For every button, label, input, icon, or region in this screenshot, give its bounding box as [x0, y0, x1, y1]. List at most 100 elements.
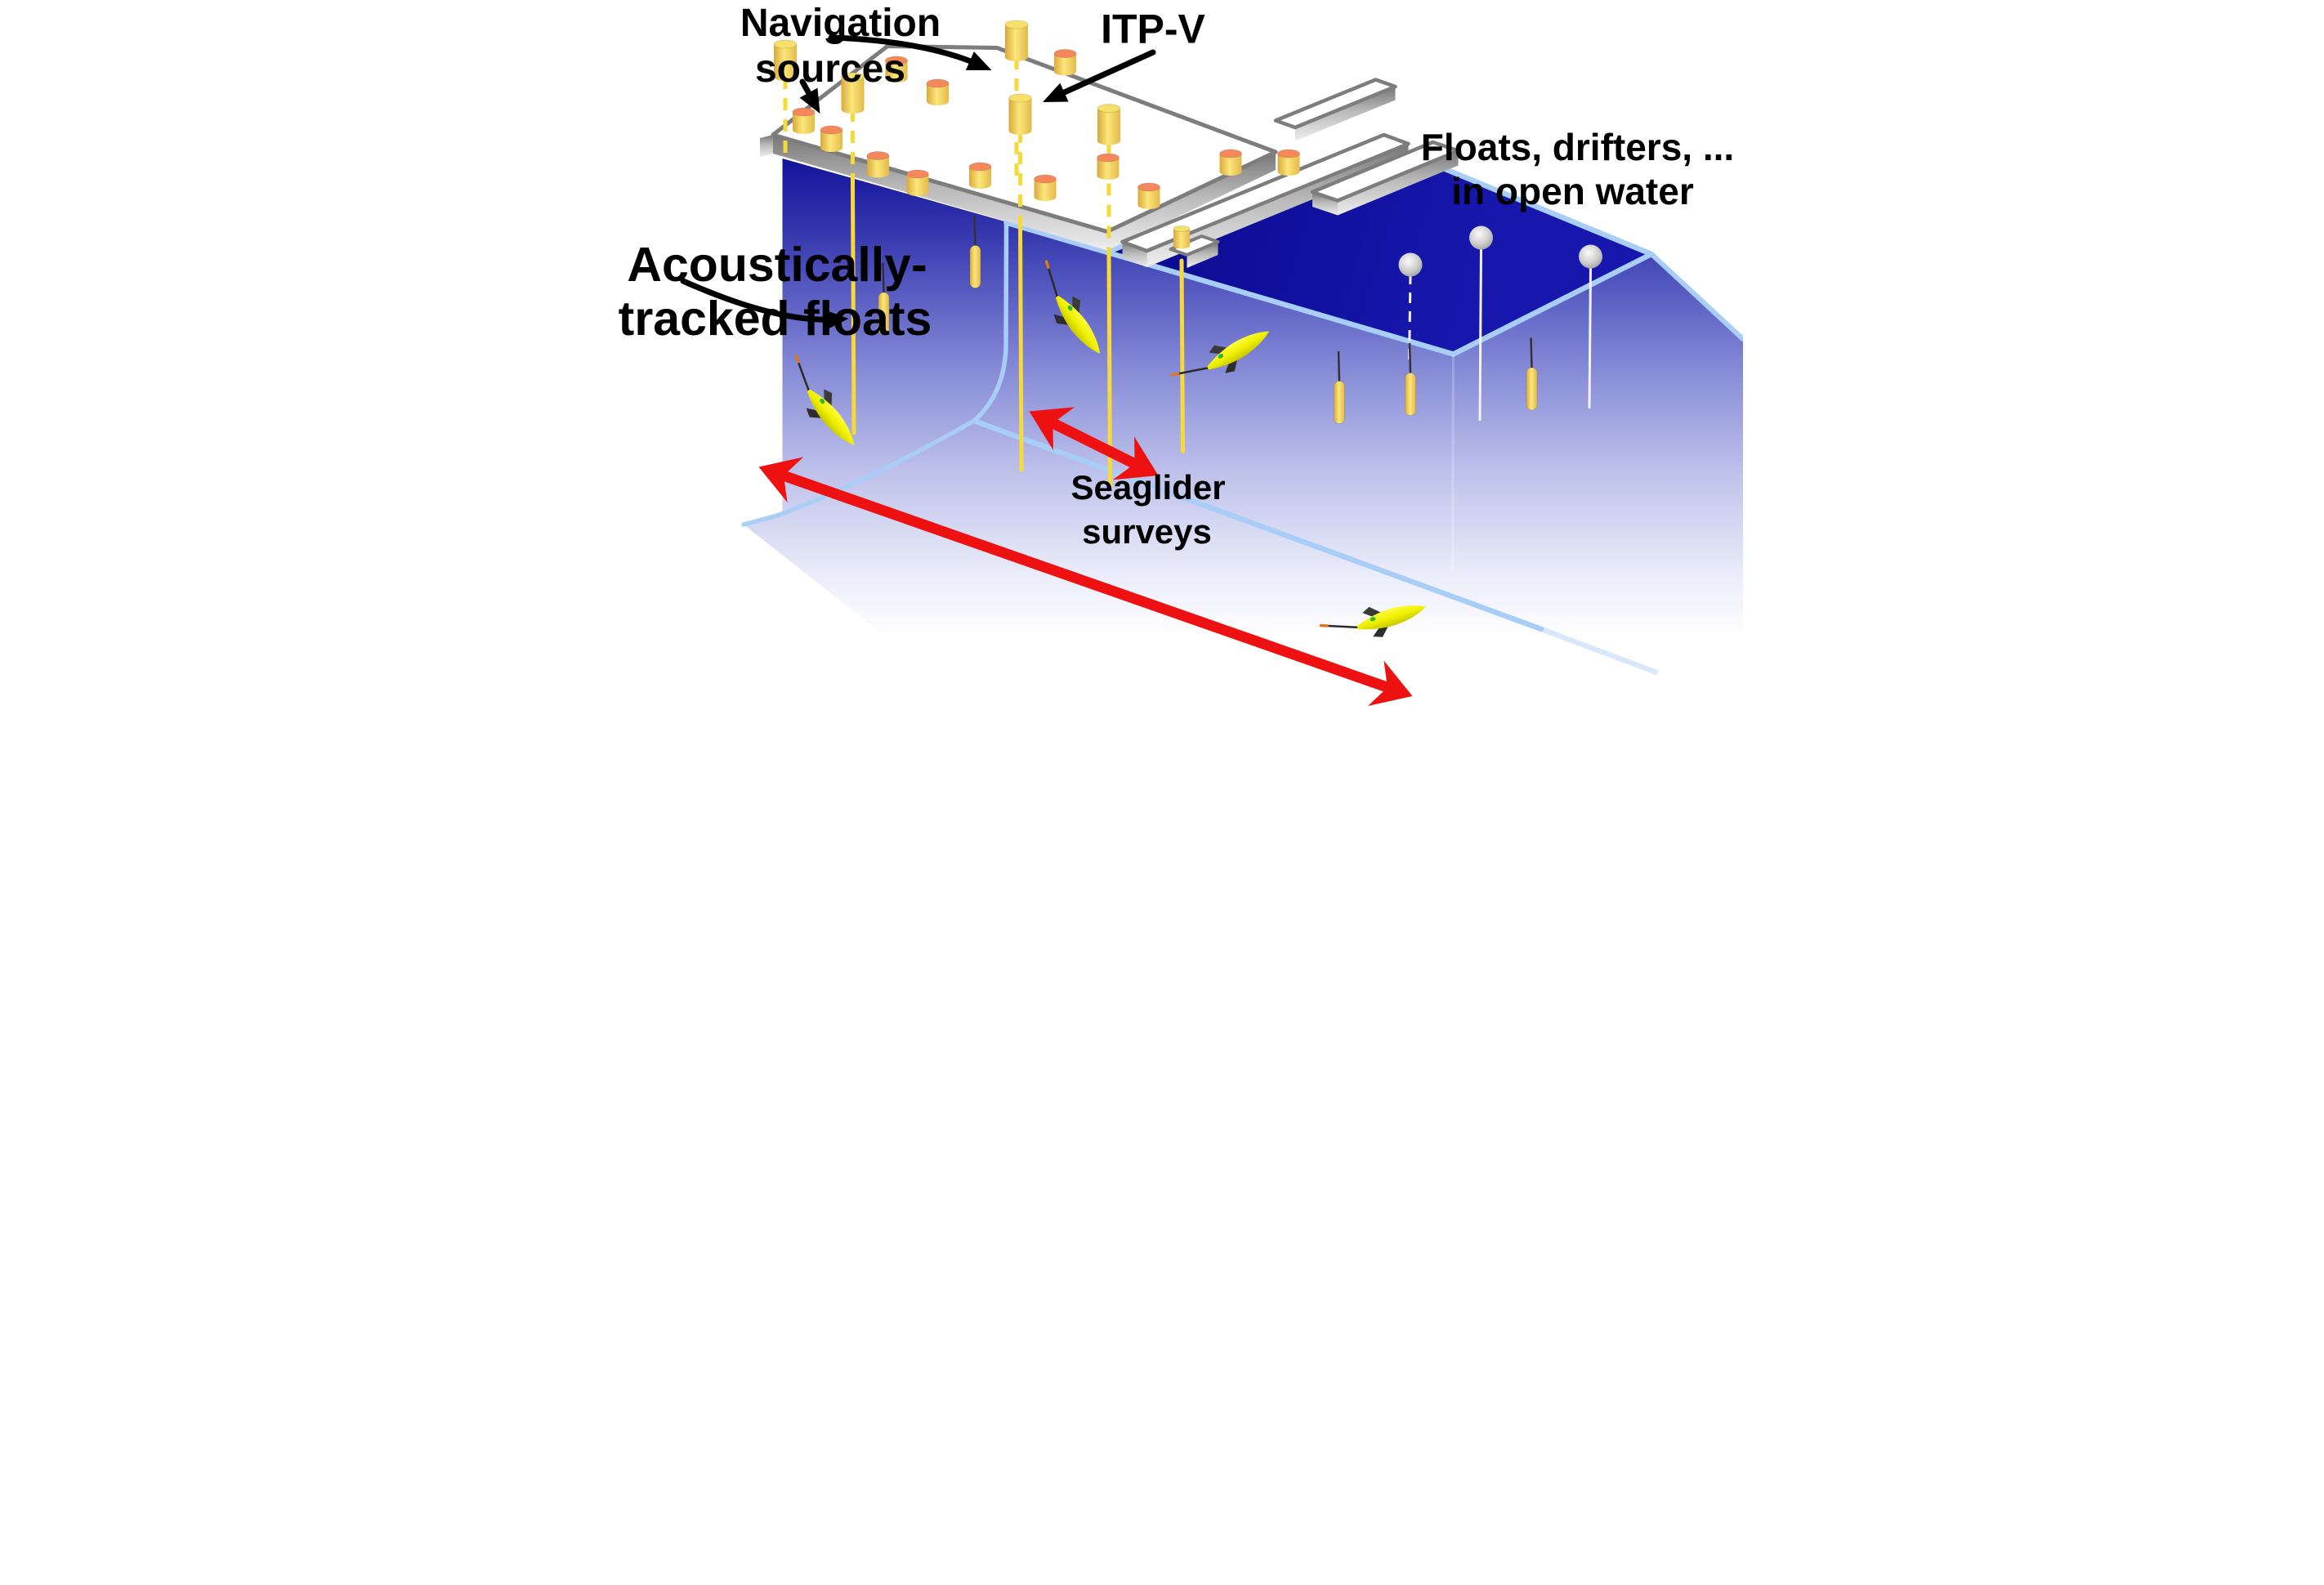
drifter-tether-dashed: [1408, 273, 1412, 364]
navigation-source-cylinder-top: [792, 107, 816, 117]
acoustic-float-capsule-body: [1526, 367, 1538, 411]
label-acoustically-line2: tracked floats: [619, 292, 932, 346]
ice-rim-front-left: [773, 135, 1107, 251]
label-seaglider-line2: surveys: [1082, 512, 1212, 551]
open-water-surface: [1003, 141, 1655, 357]
navigation-source-cylinder: [885, 56, 908, 83]
navigation-source-cylinder-body: [969, 167, 991, 189]
navigation-source-cylinder: [820, 125, 843, 152]
label-arrow: [799, 78, 820, 114]
navigation-source-cylinder-top: [1277, 149, 1300, 158]
surface-drifter: [1398, 252, 1423, 416]
navigation-source-cylinder-top: [1219, 149, 1242, 158]
label-arrow: [1043, 49, 1156, 102]
survey-arrow-shaft: [1046, 416, 1142, 471]
surface-corner-seam: [1451, 355, 1455, 573]
seaglider-vehicle: [794, 354, 855, 445]
itp-buoy-cylinder-top: [773, 39, 798, 49]
label-arrowhead: [1043, 83, 1069, 102]
seaglider-sensor-green: [1370, 617, 1376, 622]
drifter-subsurface-capsule-body: [1405, 373, 1416, 416]
navigation-source-cylinder: [968, 162, 992, 189]
navigation-source-cylinder-top: [1137, 182, 1160, 192]
acoustic-float-capsule-body: [1334, 381, 1345, 424]
surface-drifter: [1579, 244, 1602, 409]
seaglider-survey-arrow: [758, 457, 1413, 707]
seaglider-body: [807, 389, 855, 445]
drifter-sphere: [1469, 225, 1493, 250]
itp-buoy-cylinder-body: [774, 44, 797, 81]
acoustic-float-capsule-antenna: [1530, 337, 1533, 368]
seaglider-antenna-tip: [1044, 260, 1050, 270]
itp-buoy-cylinder-top: [1004, 20, 1029, 29]
navigation-source-cylinder-body: [793, 112, 815, 134]
seaglider-vehicle: [1319, 605, 1426, 637]
diagram-labels: Navigation sources ITP-V Floats, drifter…: [619, 2, 1735, 551]
survey-arrowhead: [1029, 407, 1075, 451]
acoustic-float-capsule-body: [878, 292, 890, 336]
navigation-source-cylinder-top: [1053, 49, 1077, 58]
label-arrowhead: [965, 51, 992, 70]
navigation-source-cylinder-body: [1097, 158, 1120, 180]
navigation-source-cylinder: [926, 78, 950, 105]
open-water-drifters: [1398, 225, 1602, 422]
navigation-source-cylinder-top: [866, 151, 890, 160]
drifter-subsurface-capsule: [1405, 342, 1416, 416]
itp-buoy-cylinder: [1173, 225, 1191, 249]
acoustic-float-capsule: [969, 215, 981, 288]
box-bottom-right-edge: [971, 417, 1544, 632]
label-arrow: [680, 278, 849, 331]
acoustic-float-capsule: [1526, 337, 1538, 411]
navigation-source-cylinder-body: [867, 155, 889, 178]
seaglider-body: [1055, 295, 1101, 354]
label-arrowhead: [799, 87, 820, 114]
small-floe-rim: [1187, 242, 1218, 268]
navigation-source-cylinder-body: [1034, 179, 1057, 201]
box-bottom-left-edge: [741, 418, 977, 527]
label-navigation-sources-line1: Navigation: [740, 2, 941, 45]
navigation-source-cylinder: [792, 107, 816, 134]
drifter-sphere: [1579, 244, 1602, 269]
itp-buoy-cylinder-top: [1008, 93, 1032, 103]
itp-buoy-cylinder-top: [841, 72, 865, 82]
drifter-sphere: [1398, 252, 1423, 277]
acoustic-float-capsule: [1334, 350, 1345, 424]
acoustic-float-capsule-antenna: [882, 262, 885, 293]
seaglider-body: [1207, 331, 1270, 370]
itp-buoy-cylinder: [1008, 93, 1032, 135]
label-acoustically-line1: Acoustically-: [627, 238, 927, 292]
seaglider-body: [1356, 605, 1426, 630]
navigation-source-cylinder-top: [1097, 153, 1120, 163]
navigation-source-cylinder: [1277, 149, 1300, 176]
seaglider-antenna: [1178, 366, 1209, 375]
acoustic-float-capsule-antenna: [973, 215, 977, 246]
navigation-source-cylinder: [1219, 149, 1242, 176]
survey-arrowhead: [1112, 436, 1159, 480]
seaglider-antenna-tip: [794, 354, 800, 364]
acoustic-floats: [878, 215, 1538, 424]
itp-buoy-cylinder: [773, 39, 798, 81]
seaglider-sensor-green: [1067, 305, 1073, 311]
strip-floe-back-rim: [1295, 87, 1396, 141]
navigation-source-cylinder-top: [1034, 174, 1057, 184]
seagliders: [794, 260, 1426, 637]
itp-buoy-cylinder: [841, 72, 865, 114]
ice-lead-strips: [1120, 78, 1460, 268]
itp-buoy-cylinder: [1097, 104, 1121, 145]
right-face-top-edge: [1649, 252, 1743, 342]
label-arrowhead: [824, 310, 849, 331]
navigation-source-cylinder: [866, 151, 890, 178]
itp-buoy-cylinder: [1004, 20, 1029, 61]
itp-buoy-cylinder-body: [1005, 25, 1028, 61]
survey-arrow-shaft: [777, 469, 1394, 694]
label-floats-drifters-line2: in open water: [1451, 170, 1694, 212]
itp-buoy-cylinder-body: [1097, 108, 1120, 145]
small-floe-top: [1169, 234, 1220, 257]
diagram-stage: Navigation sources ITP-V Floats, drifter…: [581, 0, 1743, 792]
label-pointer-arrows: [680, 34, 1156, 331]
navigation-source-cylinder-body: [820, 130, 842, 152]
label-arrow-shaft: [828, 34, 982, 68]
navigation-source-cylinder-body: [1054, 53, 1076, 76]
strip-floe-long-cap: [1122, 242, 1147, 267]
navigation-source-cylinder-body: [1137, 187, 1160, 209]
